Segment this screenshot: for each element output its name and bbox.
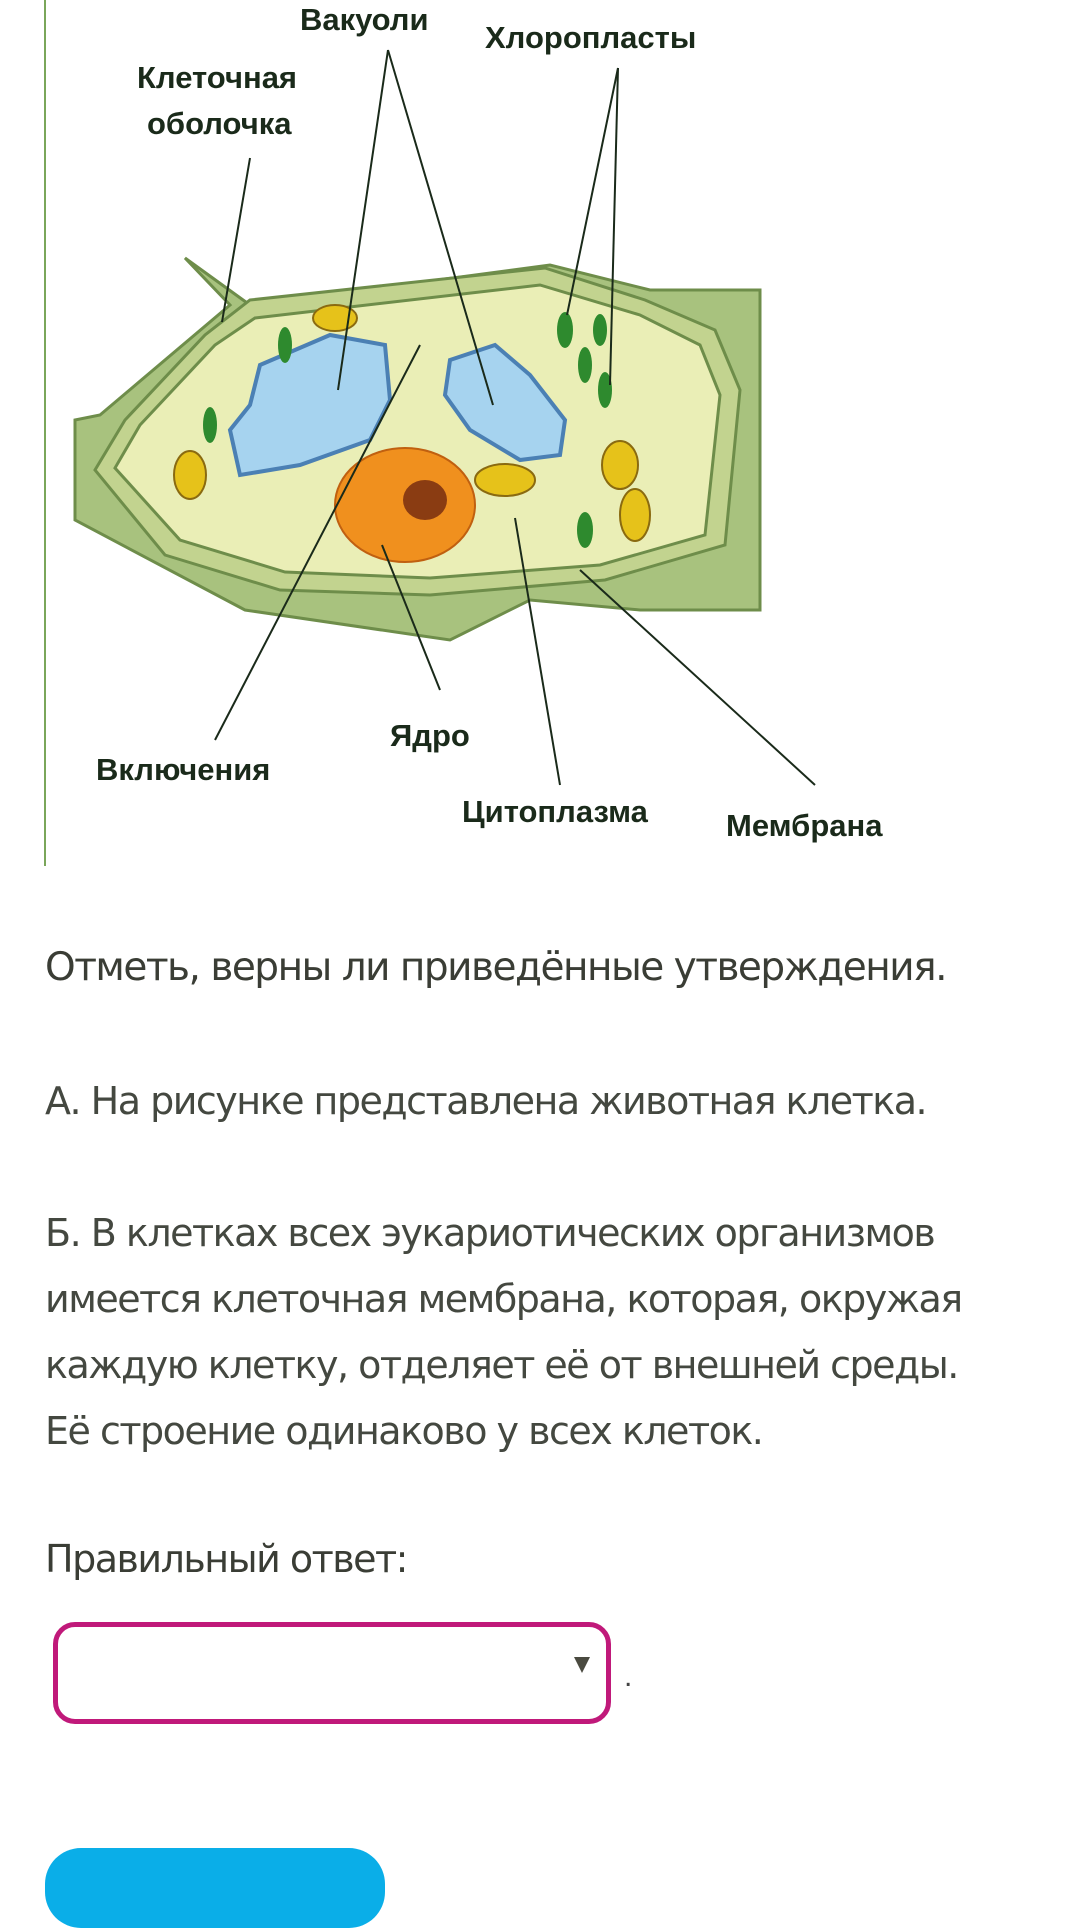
statement-b-line: каждую клетку, отделяет её от внешней ср… [45, 1343, 959, 1387]
statement-a: А. На рисунке представлена животная клет… [45, 1079, 928, 1123]
label-nucleus: Ядро [390, 718, 470, 753]
nucleolus [403, 480, 447, 520]
submit-button[interactable] [45, 1848, 385, 1928]
label-cell-wall-line1: Клеточная [137, 60, 298, 95]
statement-b-line: Её строение одинаково у всех клеток. [45, 1409, 764, 1453]
cytoplasm [113, 283, 722, 580]
question-instruction: Отметь, верны ли приведённые утверждения… [45, 945, 947, 990]
label-inclusions: Включения [96, 752, 271, 787]
statement-b-line: имеется клеточная мембрана, которая, окр… [45, 1277, 963, 1321]
statement-b: Б. В клетках всех эукариотических органи… [45, 1200, 963, 1464]
label-membrane: Мембрана [726, 808, 883, 843]
left-border-line [44, 0, 46, 866]
label-vacuoles: Вакуоли [300, 2, 429, 37]
dropdown-arrow-icon [574, 1657, 590, 1673]
plant-cell-figure: Вакуоли Хлоропласты Клеточная оболочка Я… [0, 0, 1080, 870]
answer-label: Правильный ответ: [45, 1537, 408, 1581]
label-cytoplasm: Цитоплазма [462, 794, 648, 829]
answer-select[interactable] [53, 1622, 611, 1724]
answer-suffix: . [624, 1660, 633, 1693]
plant-cell-diagram [73, 49, 816, 786]
label-cell-wall-line2: оболочка [147, 106, 292, 141]
label-chloroplasts: Хлоропласты [485, 20, 697, 55]
statement-b-line: Б. В клетках всех эукариотических органи… [45, 1211, 936, 1255]
vacuole [442, 342, 568, 463]
vacuole [227, 332, 393, 478]
